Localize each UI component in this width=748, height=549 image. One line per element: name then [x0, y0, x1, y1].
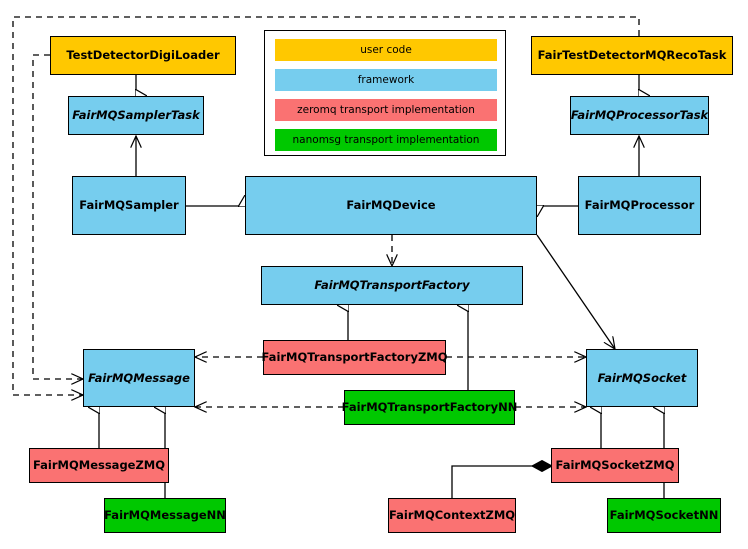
class-node-TestDetectorDigiLoader[interactable]: TestDetectorDigiLoader	[50, 36, 236, 75]
class-node-FairMQMessageNN[interactable]: FairMQMessageNN	[104, 498, 226, 533]
class-node-FairMQSocket[interactable]: FairMQSocket	[586, 349, 698, 407]
class-node-FairMQProcessorTask[interactable]: FairMQProcessorTask	[570, 96, 709, 135]
class-node-FairMQSamplerTask[interactable]: FairMQSamplerTask	[68, 96, 204, 135]
class-node-FairMQSocketZMQ[interactable]: FairMQSocketZMQ	[551, 448, 679, 483]
class-node-FairMQTransportFactoryZMQ[interactable]: FairMQTransportFactoryZMQ	[262, 340, 448, 375]
edge-digiloader-message	[32, 54, 83, 379]
class-node-FairMQMessage[interactable]: FairMQMessage	[83, 349, 195, 407]
class-node-FairMQDevice[interactable]: FairMQDevice	[245, 176, 537, 235]
legend-item-zeromq: zeromq transport implementation	[275, 99, 497, 121]
class-node-FairMQTransportFactory[interactable]: FairMQTransportFactory	[261, 266, 523, 305]
legend-item-framework: framework	[275, 69, 497, 91]
edge-recotask-message	[12, 16, 640, 395]
class-node-FairMQProcessor[interactable]: FairMQProcessor	[578, 176, 701, 235]
legend-panel: user code framework zeromq transport imple…	[264, 30, 506, 156]
class-node-FairMQContextZMQ[interactable]: FairMQContextZMQ	[388, 498, 516, 533]
class-node-FairMQMessageZMQ[interactable]: FairMQMessageZMQ	[29, 448, 169, 483]
class-node-FairMQSampler[interactable]: FairMQSampler	[72, 176, 186, 235]
class-node-FairMQTransportFactoryNN[interactable]: FairMQTransportFactoryNN	[342, 390, 517, 425]
legend-item-user_code: user code	[275, 39, 497, 61]
edge-device-socket	[536, 234, 615, 349]
edge-contextzmq-socketzmq	[451, 466, 551, 498]
class-node-FairMQSocketNN[interactable]: FairMQSocketNN	[607, 498, 721, 533]
legend-item-nanomsg: nanomsg transport implementation	[275, 129, 497, 151]
class-node-FairTestDetectorMQRecoTask[interactable]: FairTestDetectorMQRecoTask	[531, 36, 733, 75]
